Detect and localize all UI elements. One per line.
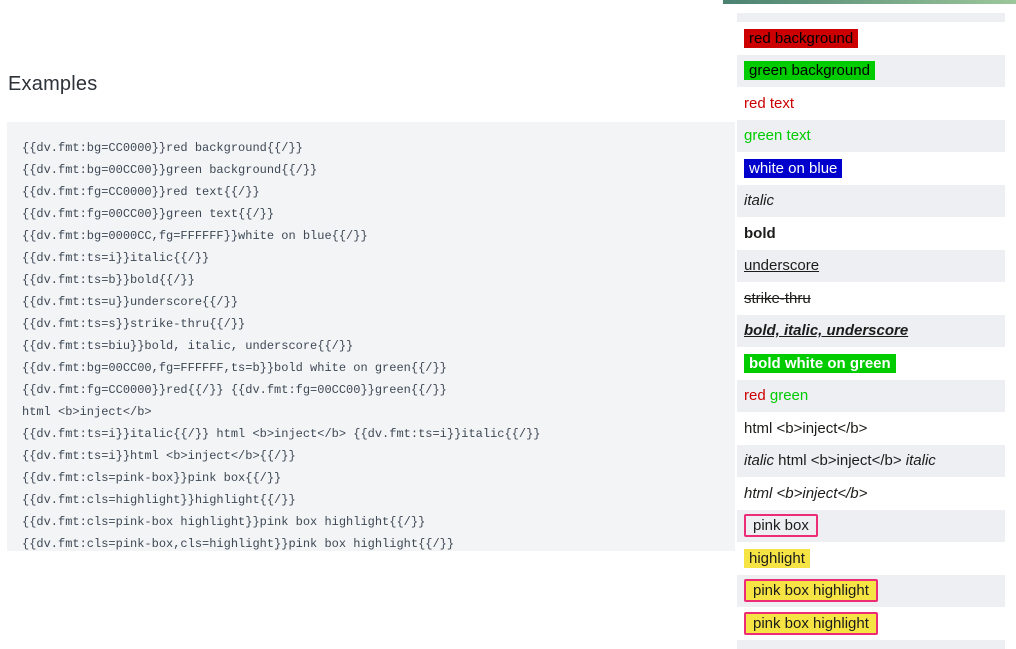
spacer-row (737, 639, 1005, 649)
result-text: bold, italic, underscore (744, 322, 909, 340)
result-text-part: green (769, 387, 809, 405)
result-chip: pink box (744, 514, 818, 538)
result-row: html <b>inject</b> (737, 477, 1005, 510)
result-row: bold, italic, underscore (737, 314, 1005, 347)
result-chip: pink box highlight (744, 579, 878, 603)
result-row: pink box highlight (737, 574, 1005, 607)
result-row: italic (737, 184, 1005, 217)
rendered-output-panel: red background green background red text gr… (737, 13, 1005, 649)
result-row: underscore (737, 249, 1005, 282)
result-text: red text (744, 94, 795, 112)
result-text: strike-thru (744, 289, 811, 307)
result-row: red green (737, 379, 1005, 412)
result-text: green text (744, 127, 811, 145)
result-text: bold (744, 224, 776, 242)
result-row: pink box (737, 509, 1005, 542)
result-text-part: italic (744, 452, 775, 470)
result-row: italic html <b>inject</b> italic (737, 444, 1005, 477)
result-row: bold (737, 217, 1005, 250)
result-text: html <b>inject</b> (744, 419, 868, 437)
result-chip: highlight (744, 548, 810, 568)
result-row: red background (737, 22, 1005, 55)
result-row: strike-thru (737, 282, 1005, 315)
result-row: green background (737, 54, 1005, 87)
result-chip: white on blue (744, 158, 843, 178)
result-text-part: red (744, 387, 766, 405)
result-chip: bold white on green (744, 353, 896, 373)
result-row: pink box highlight (737, 607, 1005, 640)
result-chip: pink box highlight (744, 611, 878, 635)
accent-bar (723, 0, 1016, 4)
result-text: italic (744, 192, 775, 210)
result-row: red text (737, 87, 1005, 120)
result-text: underscore (744, 257, 820, 275)
code-block: {{dv.fmt:bg=CC0000}}red background{{/}} … (7, 122, 735, 551)
result-row: white on blue (737, 152, 1005, 185)
examples-heading: Examples (8, 73, 98, 95)
result-chip: red background (744, 28, 859, 48)
result-text-part: html <b>inject</b> (774, 452, 906, 470)
code-content: {{dv.fmt:bg=CC0000}}red background{{/}} … (22, 141, 541, 551)
result-row: green text (737, 119, 1005, 152)
result-chip: green background (744, 61, 875, 81)
result-text-part: italic (905, 452, 936, 470)
result-row: bold white on green (737, 347, 1005, 380)
spacer-row (737, 13, 1005, 22)
result-row: highlight (737, 542, 1005, 575)
result-text: html <b>inject</b> (744, 484, 868, 502)
result-row: html <b>inject</b> (737, 412, 1005, 445)
